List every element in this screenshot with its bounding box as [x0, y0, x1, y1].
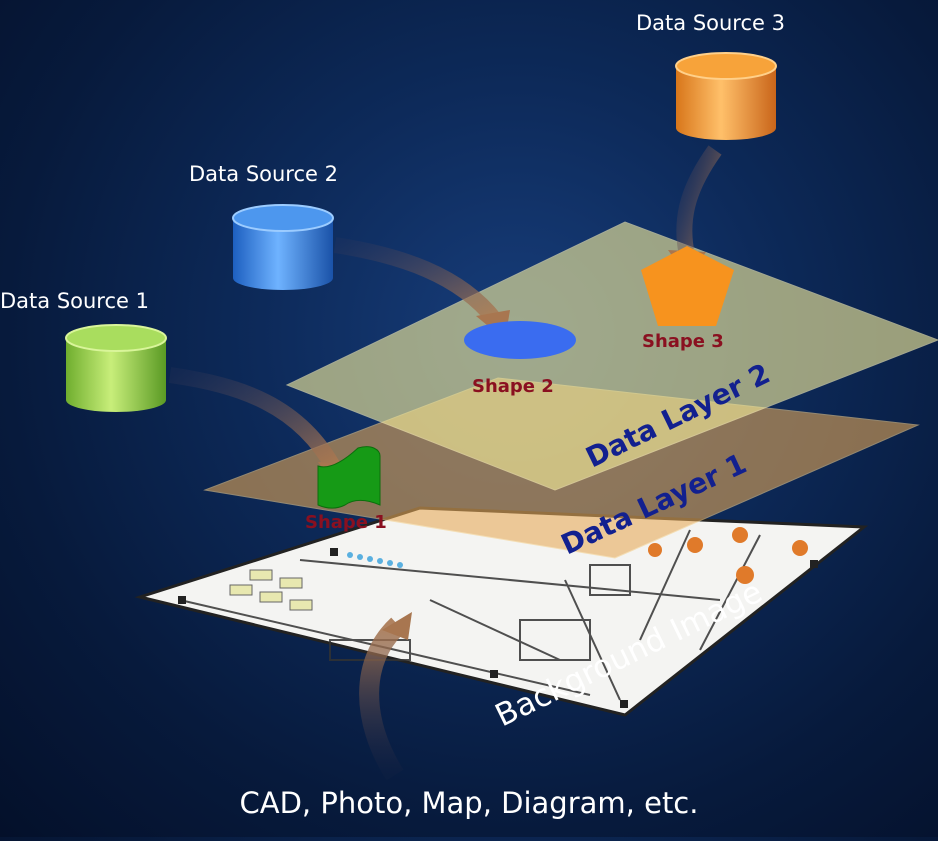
shape-2-mark	[464, 321, 576, 359]
shape-3-label: Shape 3	[642, 331, 724, 352]
data-layer-2-plane	[285, 221, 938, 491]
arrow-bottom-up	[359, 612, 412, 781]
background-image-plan	[134, 506, 869, 717]
data-source-3-cylinder	[675, 52, 777, 140]
footer-caption: CAD, Photo, Map, Diagram, etc.	[239, 786, 699, 820]
shape-1-mark	[317, 446, 381, 509]
data-source-2-cylinder	[232, 204, 334, 290]
data-source-2-label: Data Source 2	[189, 162, 338, 186]
shape-2-label: Shape 2	[472, 376, 554, 397]
data-source-3-label: Data Source 3	[636, 11, 785, 35]
data-source-1-label: Data Source 1	[0, 289, 149, 313]
shape-3-mark	[641, 246, 734, 326]
data-source-1-cylinder	[65, 324, 167, 412]
shape-1-label: Shape 1	[305, 512, 387, 533]
